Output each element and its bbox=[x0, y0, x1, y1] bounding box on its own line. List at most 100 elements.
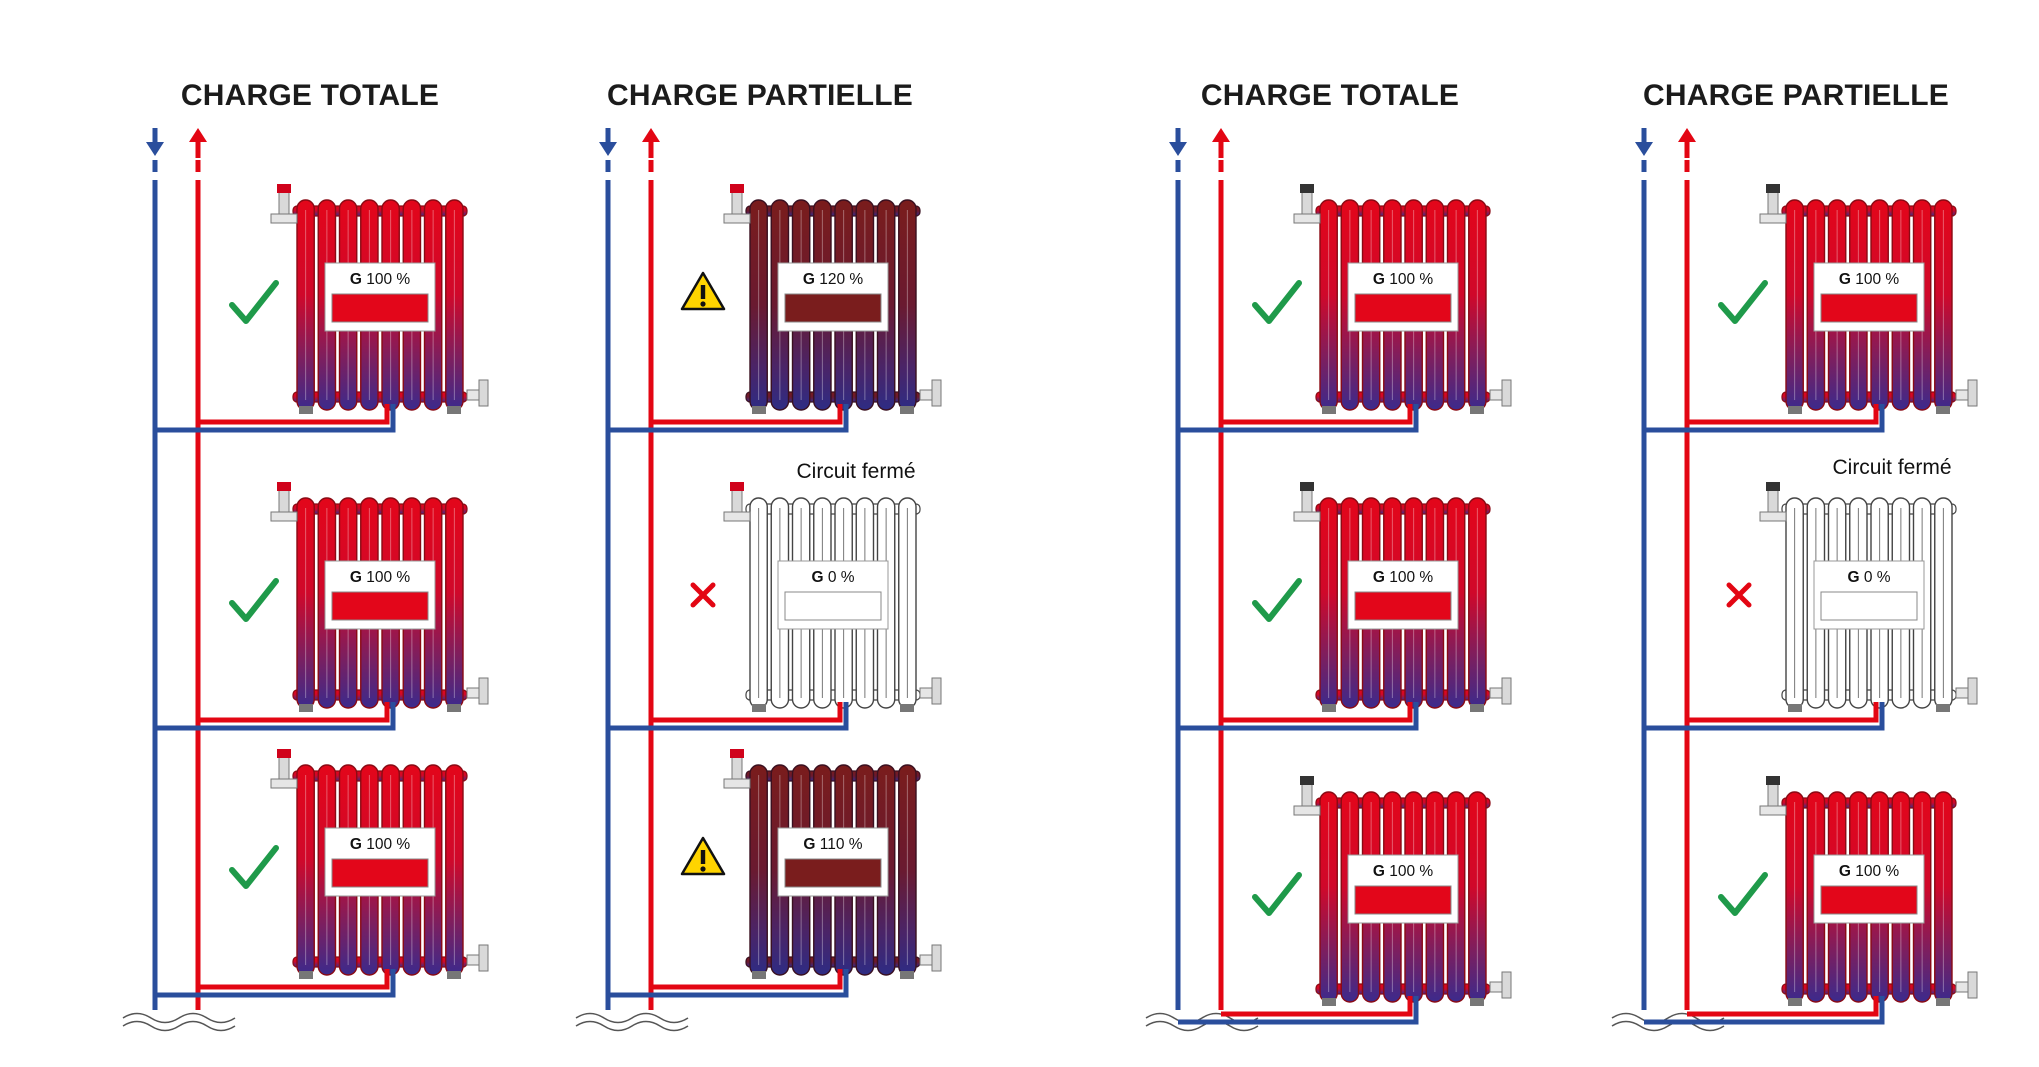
radiator-top-header bbox=[292, 503, 468, 515]
radiator-foot bbox=[900, 406, 914, 414]
flow-label: G 0 % bbox=[1847, 569, 1890, 586]
valve-pipe bbox=[1759, 805, 1787, 816]
flow-symbol: G bbox=[1373, 271, 1385, 288]
valve-head-icon bbox=[277, 749, 291, 758]
panel-title: CHARGE PARTIELLE bbox=[607, 79, 913, 112]
supply-branch-pipe bbox=[651, 969, 843, 990]
supply-branch-pipe bbox=[651, 404, 843, 425]
circuit-closed-note: Circuit fermé bbox=[796, 460, 915, 483]
radiator-top-header bbox=[292, 770, 468, 782]
return-branch-pipe bbox=[1178, 996, 1419, 1025]
valve-head-icon bbox=[730, 482, 744, 491]
check-icon bbox=[229, 578, 279, 622]
cross-icon bbox=[1726, 582, 1752, 608]
valve-head-icon bbox=[1766, 482, 1780, 491]
flow-bar bbox=[784, 293, 882, 323]
valve-head-icon bbox=[730, 184, 744, 193]
radiator-foot bbox=[1788, 704, 1802, 712]
break-mark bbox=[1145, 1020, 1259, 1032]
valve-body bbox=[1301, 489, 1313, 515]
radiator-foot bbox=[447, 704, 461, 712]
lockshield-cap bbox=[931, 379, 942, 407]
radiator-top-header bbox=[1781, 205, 1957, 217]
valve-head-icon bbox=[730, 749, 744, 758]
flow-value: 100 % bbox=[1385, 863, 1433, 880]
warning-icon bbox=[680, 836, 726, 876]
flow-bar bbox=[331, 858, 429, 888]
supply-branch-pipe bbox=[1687, 996, 1879, 1017]
radiator: G 100 % bbox=[1293, 776, 1512, 1006]
valve-pipe bbox=[1759, 213, 1787, 224]
return-branch-pipe bbox=[1178, 702, 1419, 731]
valve-pipe bbox=[270, 778, 298, 789]
return-branch-pipe bbox=[1644, 996, 1885, 1025]
check-icon bbox=[1252, 280, 1302, 324]
panel-title: CHARGE TOTALE bbox=[181, 79, 439, 112]
supply-branch-pipe bbox=[1687, 404, 1879, 425]
flow-symbol: G bbox=[350, 271, 362, 288]
valve-pipe bbox=[1759, 511, 1787, 522]
lockshield-cap bbox=[1967, 379, 1978, 407]
radiator: G 100 % bbox=[1759, 184, 1978, 414]
supply-branch-pipe bbox=[1221, 404, 1413, 425]
flow-bar bbox=[1820, 293, 1918, 323]
check-icon bbox=[1252, 872, 1302, 916]
flow-label: G 100 % bbox=[1839, 271, 1900, 288]
radiator-foot bbox=[1936, 704, 1950, 712]
radiator: G 100 % bbox=[1293, 482, 1512, 712]
break-mark bbox=[122, 1012, 236, 1024]
break-mark bbox=[575, 1012, 689, 1024]
supply-arrow-icon-head bbox=[1678, 128, 1696, 142]
valve-head-icon bbox=[1300, 184, 1314, 193]
radiator-foot bbox=[752, 971, 766, 979]
radiator-top-header bbox=[292, 205, 468, 217]
flow-value: 100 % bbox=[1851, 271, 1899, 288]
flow-value: 100 % bbox=[362, 569, 410, 586]
flow-value: 110 % bbox=[815, 836, 862, 853]
flow-label: G 100 % bbox=[1839, 863, 1900, 880]
flow-value: 100 % bbox=[1385, 271, 1433, 288]
flow-bar bbox=[331, 293, 429, 323]
flow-symbol: G bbox=[803, 836, 815, 853]
valve-body bbox=[278, 489, 290, 515]
valve-body bbox=[1767, 783, 1779, 809]
radiator-top-header bbox=[745, 205, 921, 217]
valve-body bbox=[731, 191, 743, 217]
valve-body bbox=[1767, 489, 1779, 515]
valve-pipe bbox=[1293, 805, 1321, 816]
flow-value: 0 % bbox=[1860, 569, 1891, 586]
return-branch-pipe bbox=[155, 404, 396, 433]
flow-label: G 100 % bbox=[1373, 863, 1434, 880]
check-icon bbox=[229, 280, 279, 324]
radiator-top-header bbox=[745, 770, 921, 782]
lockshield-cap bbox=[478, 944, 489, 972]
radiator-top-header bbox=[1315, 797, 1491, 809]
radiator-foot bbox=[752, 704, 766, 712]
flow-label: G 0 % bbox=[811, 569, 854, 586]
radiator-foot bbox=[1936, 998, 1950, 1006]
flow-symbol: G bbox=[1839, 863, 1851, 880]
check-icon bbox=[1718, 872, 1768, 916]
return-branch-pipe bbox=[1644, 702, 1885, 731]
valve-body bbox=[731, 489, 743, 515]
supply-arrow-icon-head bbox=[1212, 128, 1230, 142]
flow-symbol: G bbox=[350, 836, 362, 853]
valve-body bbox=[731, 756, 743, 782]
radiator: G 100 % bbox=[1293, 184, 1512, 414]
return-branch-pipe bbox=[608, 969, 849, 998]
radiator-foot bbox=[299, 704, 313, 712]
valve-pipe bbox=[270, 213, 298, 224]
warning-icon bbox=[680, 271, 726, 311]
radiator-foot bbox=[752, 406, 766, 414]
radiator: G 100 % bbox=[270, 482, 489, 712]
valve-pipe bbox=[270, 511, 298, 522]
valve-pipe bbox=[723, 778, 751, 789]
lockshield-cap bbox=[931, 944, 942, 972]
flow-symbol: G bbox=[1839, 271, 1851, 288]
flow-value: 120 % bbox=[815, 271, 863, 288]
radiator: G 100 % bbox=[270, 184, 489, 414]
